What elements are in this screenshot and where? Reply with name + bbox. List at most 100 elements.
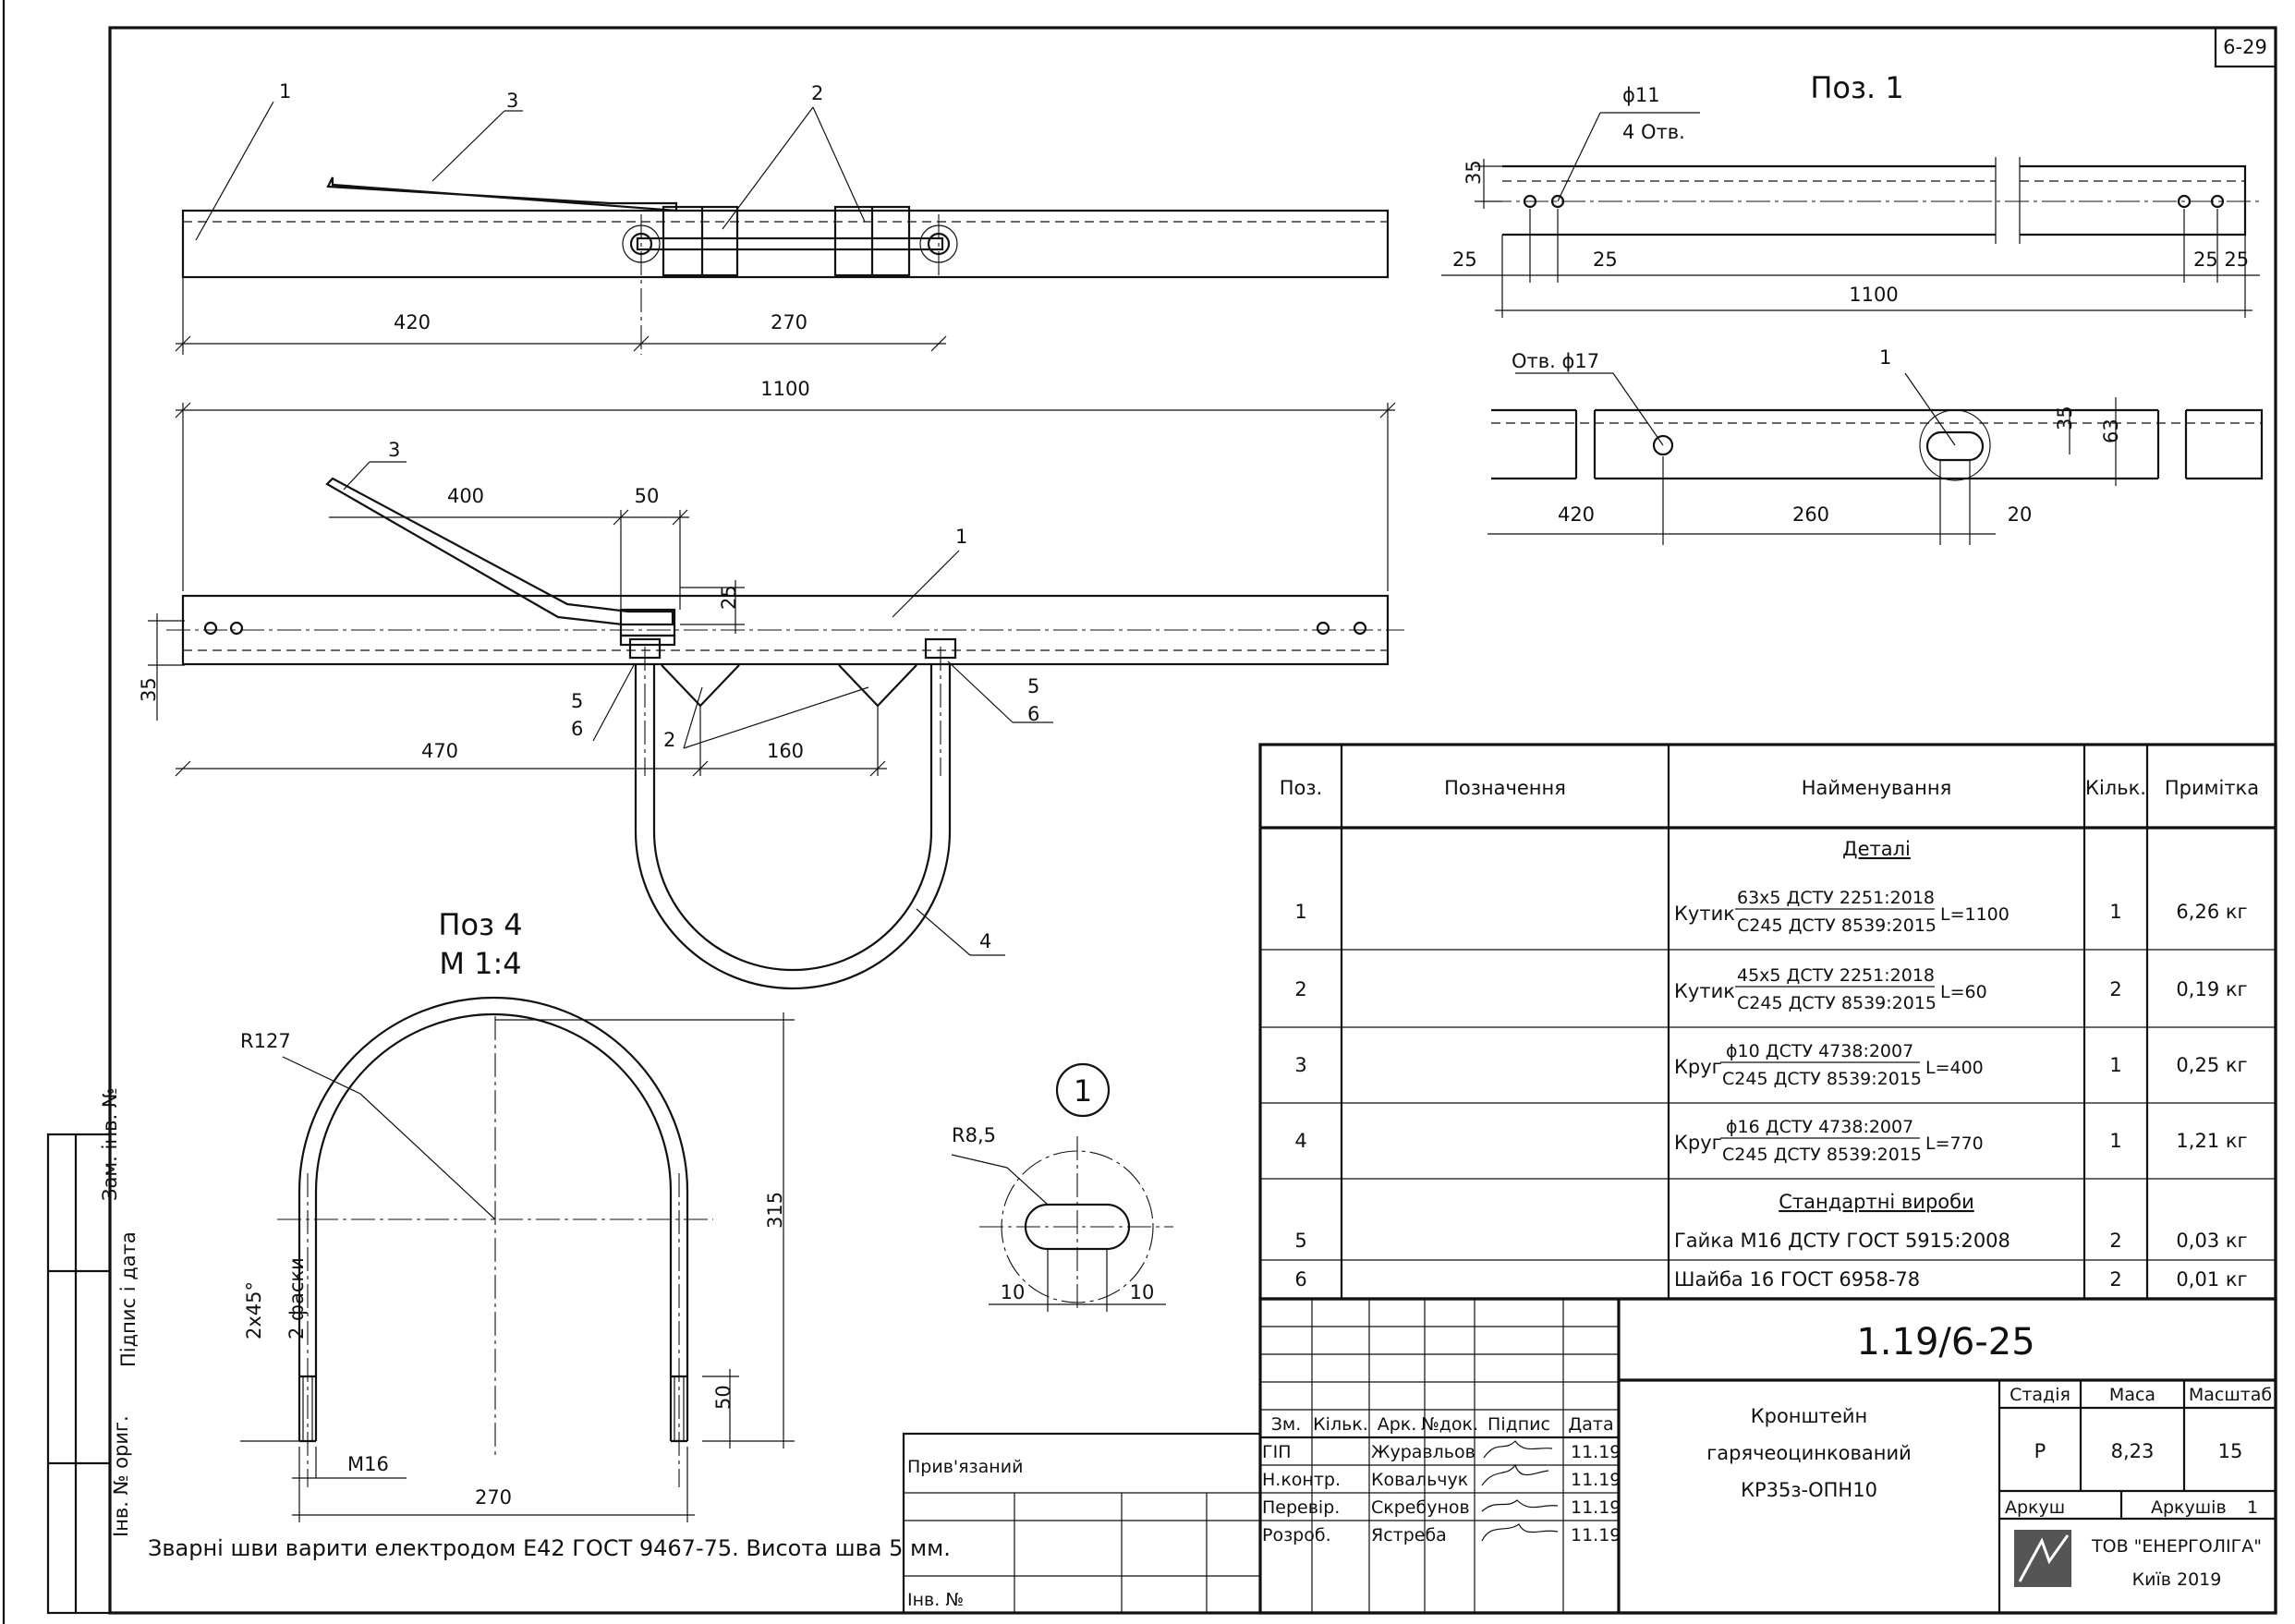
detail-1-view: 1 R8,5 10 10 xyxy=(951,1062,1173,1312)
spec-header-pos: Поз. xyxy=(1280,777,1322,799)
tb-header-qty: Кільк. xyxy=(1313,1414,1368,1435)
spec-row-suffix: L=400 xyxy=(1925,1058,1984,1078)
front-dim-1100: 1100 xyxy=(760,378,809,400)
spec-section-standard: Стандартні вироби xyxy=(1779,1191,1974,1213)
tb-sheets: 1 xyxy=(2247,1497,2258,1518)
spec-row-top: ϕ10 ДСТУ 4738:2007 xyxy=(1726,1041,1913,1061)
spec-std-note: 0,03 кг xyxy=(2176,1230,2247,1252)
pos1-dim-25-c: 25 25 xyxy=(2193,248,2249,271)
spec-row-suffix: L=770 xyxy=(1925,1133,1984,1154)
top-dim-420: 420 xyxy=(394,311,431,333)
tb-person-name: Ковальчук xyxy=(1371,1470,1468,1490)
front-view: 1100 3 400 50 25 1 35 xyxy=(138,378,1404,990)
spec-row-pos: 2 xyxy=(1294,978,1306,1000)
spec-header-name: Найменування xyxy=(1802,777,1952,799)
spec-std-name: Гайка М16 ДСТУ ГОСТ 5915:2008 xyxy=(1674,1230,2010,1252)
tb-scale-label: Масштаб xyxy=(2189,1385,2272,1405)
spec-std-pos: 5 xyxy=(1294,1230,1306,1252)
tb-header-doc: №док. xyxy=(1421,1414,1478,1435)
tb-scale: 15 xyxy=(2218,1440,2243,1462)
spec-row-note: 0,25 кг xyxy=(2176,1054,2247,1076)
spec-std-name: Шайба 16 ГОСТ 6958-78 xyxy=(1674,1268,1920,1291)
front-dim-400: 400 xyxy=(447,485,484,507)
pos1-dim-420: 420 xyxy=(1558,503,1595,526)
front-callout-2: 2 xyxy=(663,729,675,751)
sheet-number-box xyxy=(2214,26,2277,68)
detail-1-dim-right: 10 xyxy=(1130,1281,1155,1303)
drawing-frame xyxy=(108,26,2277,1615)
tb-header-sheet: Арк. xyxy=(1378,1414,1417,1435)
pos1-title: Поз. 1 xyxy=(1810,70,1903,105)
pos1-dim-25-a: 25 xyxy=(1452,248,1477,271)
pos4-title: Поз 4 xyxy=(438,907,522,942)
side-stamp: Зам. інв. № Підпис і дата Інв. № ориг. xyxy=(46,1087,140,1615)
spec-row-bottom: С245 ДСТУ 8539:2015 xyxy=(1722,1145,1922,1165)
sheet-number: 6-29 xyxy=(2223,36,2267,58)
signature xyxy=(1481,1463,1549,1486)
spec-row-pos: 3 xyxy=(1294,1054,1306,1076)
tb-stage: Р xyxy=(2034,1440,2046,1462)
pos4-view: Поз 4 М 1:4 R127 315 50 2х45° 2 фаски М1… xyxy=(240,907,795,1522)
spec-row-note: 6,26 кг xyxy=(2176,901,2247,923)
spec-section-details: Деталі xyxy=(1842,838,1911,860)
side-inv-orig: Інв. № ориг. xyxy=(110,1415,132,1537)
front-dim-470: 470 xyxy=(421,740,458,762)
pos4-thread: М16 xyxy=(347,1453,389,1475)
spec-header-designation: Позначення xyxy=(1444,777,1566,799)
pos1-dim-25-b: 25 xyxy=(1593,248,1618,271)
spec-std-pos: 6 xyxy=(1294,1268,1306,1291)
top-view: 1 3 2 420 270 xyxy=(175,80,1390,355)
top-callout-3: 3 xyxy=(506,90,518,112)
tb-name-line3: КР35з-ОПН10 xyxy=(1741,1479,1877,1501)
weld-note: Зварні шви варити електродом Е42 ГОСТ 94… xyxy=(148,1535,951,1561)
front-callout-6-left: 6 xyxy=(571,718,583,740)
spec-row-top: 45х5 ДСТУ 2251:2018 xyxy=(1737,965,1935,986)
pos1-hole2: Отв. ϕ17 xyxy=(1512,350,1599,372)
spec-row-note: 0,19 кг xyxy=(2176,978,2247,1000)
pos4-chamfer: 2х45° xyxy=(243,1281,265,1339)
logo-lightning-icon xyxy=(2018,1534,2070,1582)
tb-mass: 8,23 xyxy=(2111,1440,2155,1462)
detail-1-radius: R8,5 xyxy=(952,1124,996,1146)
spec-header-qty: Кільк. xyxy=(2085,777,2146,799)
front-callout-6-right: 6 xyxy=(1027,703,1039,725)
pos4-width: 270 xyxy=(475,1486,512,1509)
spec-row-bottom: С245 ДСТУ 8539:2015 xyxy=(1737,993,1937,1013)
spec-table: Поз. Позначення Найменування Кільк. Прим… xyxy=(1258,743,2277,1301)
tb-stage-label: Стадія xyxy=(2010,1385,2070,1405)
front-dim-160: 160 xyxy=(767,740,804,762)
tb-name-line1: Кронштейн xyxy=(1751,1405,1868,1427)
tb-city-year: Київ 2019 xyxy=(2132,1569,2222,1590)
front-dim-35: 35 xyxy=(138,677,160,702)
top-callout-1: 1 xyxy=(279,80,291,103)
spec-row-prefix: Кутик xyxy=(1674,903,1735,925)
tb-header-sign: Підпис xyxy=(1488,1414,1550,1435)
tb-person-name: Ястреба xyxy=(1371,1525,1447,1545)
spec-row-pos: 1 xyxy=(1294,901,1306,923)
pos1-hole-count: 4 Отв. xyxy=(1622,121,1685,143)
front-callout-4: 4 xyxy=(979,930,991,952)
spec-row-note: 1,21 кг xyxy=(2176,1130,2247,1152)
spec-header-note: Примітка xyxy=(2165,777,2259,799)
tb-date: 11.19 xyxy=(1571,1497,1621,1518)
spec-row-top: ϕ16 ДСТУ 4738:2007 xyxy=(1726,1117,1913,1137)
tb-name-line2: гарячеоцинкований xyxy=(1706,1442,1912,1464)
signature xyxy=(1481,1523,1559,1542)
spec-row-qty: 1 xyxy=(2109,1054,2121,1076)
tb-person-name: Скребунов xyxy=(1371,1497,1470,1518)
pos1-dim-35: 35 xyxy=(1463,160,1485,185)
tb-mass-label: Маса xyxy=(2109,1385,2155,1405)
spec-row-suffix: L=1100 xyxy=(1940,904,2010,925)
title-block: Зм. Кільк. Арк. №док. Підпис Дата ГІП Жу… xyxy=(1258,1297,2277,1615)
spec-std-qty: 2 xyxy=(2109,1268,2121,1291)
spec-row-qty: 1 xyxy=(2109,1130,2121,1152)
spec-row-bottom: С245 ДСТУ 8539:2015 xyxy=(1737,915,1937,936)
tb-role: Перевір. xyxy=(1262,1497,1340,1518)
spec-row-prefix: Круг xyxy=(1674,1056,1722,1078)
pos4-radius: R127 xyxy=(240,1030,291,1052)
front-callout-5-left: 5 xyxy=(571,690,583,712)
tb-person-name: Журавльов xyxy=(1371,1442,1475,1462)
signature xyxy=(1481,1499,1559,1512)
spec-row-bottom: С245 ДСТУ 8539:2015 xyxy=(1722,1069,1922,1089)
